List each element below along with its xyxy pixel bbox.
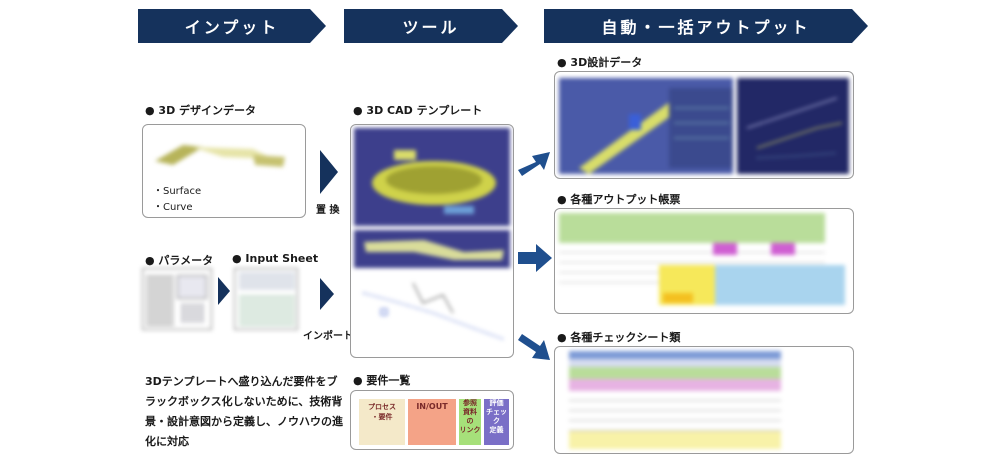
cad-template-panel	[350, 124, 514, 358]
surface-item: ・Surface	[153, 186, 202, 197]
output-design-data-label: ● 3D設計データ	[557, 56, 643, 69]
design-data-panel: ・Surface ・Curve	[142, 124, 306, 218]
checksheet-label: ● 各種チェックシート類	[557, 331, 681, 344]
arrow-param-to-sheet	[218, 277, 230, 305]
output-arrows	[518, 152, 552, 360]
replace-label: 置 換	[316, 205, 340, 216]
output-design-data-panel	[554, 71, 854, 179]
checksheet-table	[569, 351, 781, 449]
header-tool: ツール	[344, 9, 518, 43]
checksheet-panel	[554, 346, 854, 454]
parameter-label: ● パラメータ	[145, 254, 214, 267]
req-cell-process: プロセス ・要件	[359, 399, 405, 445]
parameter-sheet	[142, 268, 212, 330]
cad-surface-image	[354, 230, 510, 268]
arrow-replace	[320, 150, 338, 194]
input-sheet-label: ● Input Sheet	[232, 252, 319, 265]
cad-model-image	[354, 128, 510, 226]
req-cell-inout: IN/OUT	[408, 399, 456, 445]
header-output: 自動・一括アウトプット	[544, 9, 868, 43]
arrow-to-design-data	[518, 152, 550, 176]
requirements-label: ● 要件一覧	[353, 374, 411, 387]
arrow-to-reports	[518, 244, 552, 272]
design-data-image-left	[559, 78, 733, 174]
arrow-to-checksheets	[518, 334, 550, 360]
cad-curve-image	[362, 282, 504, 340]
description-text: 3Dテンプレートへ盛り込んだ要件をブラックボックス化しないために、技術背景・設計…	[145, 375, 343, 448]
input-sheet-thumbnail	[234, 268, 298, 330]
surface-preview	[155, 145, 285, 167]
req-cell-evaluation: 評価 チェック 定義	[484, 399, 509, 445]
design-data-label: ● 3D デザインデータ	[145, 104, 257, 117]
arrow-import	[320, 278, 334, 310]
header-input: インプット	[138, 9, 326, 43]
design-data-image-right	[737, 78, 849, 174]
curve-item: ・Curve	[153, 202, 193, 213]
cad-template-label: ● 3D CAD テンプレート	[353, 104, 483, 117]
report-panel	[554, 208, 854, 314]
requirements-panel: プロセス ・要件 IN/OUT 参照 資料 の リンク 評価 チェック 定義	[350, 390, 514, 450]
report-label: ● 各種アウトプット帳票	[557, 193, 681, 206]
import-label: インポート	[303, 331, 353, 342]
report-table	[559, 213, 851, 311]
req-cell-reference: 参照 資料 の リンク	[459, 399, 481, 445]
